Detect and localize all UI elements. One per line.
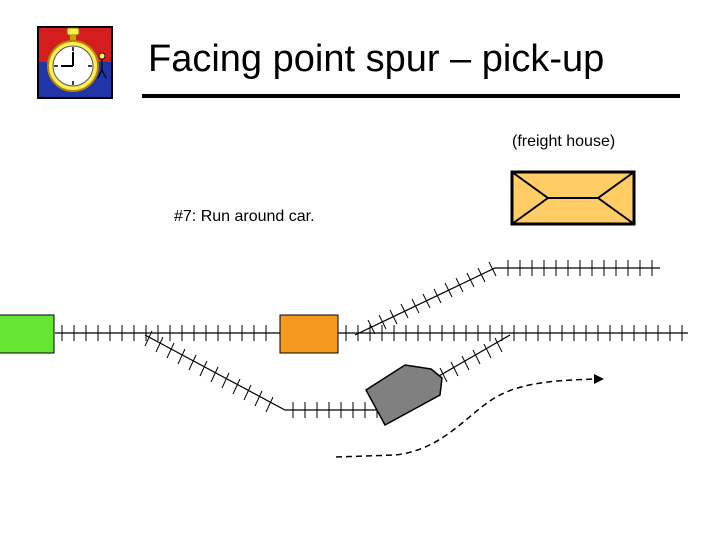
stopwatch-logo [37, 26, 113, 99]
step-caption: #7: Run around car. [174, 208, 315, 225]
locomotive [0, 314, 55, 354]
title-underline [142, 94, 680, 98]
run-around-path [335, 378, 599, 458]
freight-car [279, 314, 339, 354]
stopwatch-icon [37, 26, 113, 99]
freight-house-label: (freight house) [512, 133, 616, 150]
main-track-ties [61, 325, 683, 341]
freight-house [510, 170, 636, 226]
spur-track-rail [354, 267, 660, 336]
caboose [365, 364, 443, 427]
page-title: Facing point spur – pick-up [148, 38, 605, 80]
spur-track-ties [367, 260, 653, 335]
siding-track-ties [144, 330, 503, 418]
direction-arrow-icon [594, 374, 604, 384]
